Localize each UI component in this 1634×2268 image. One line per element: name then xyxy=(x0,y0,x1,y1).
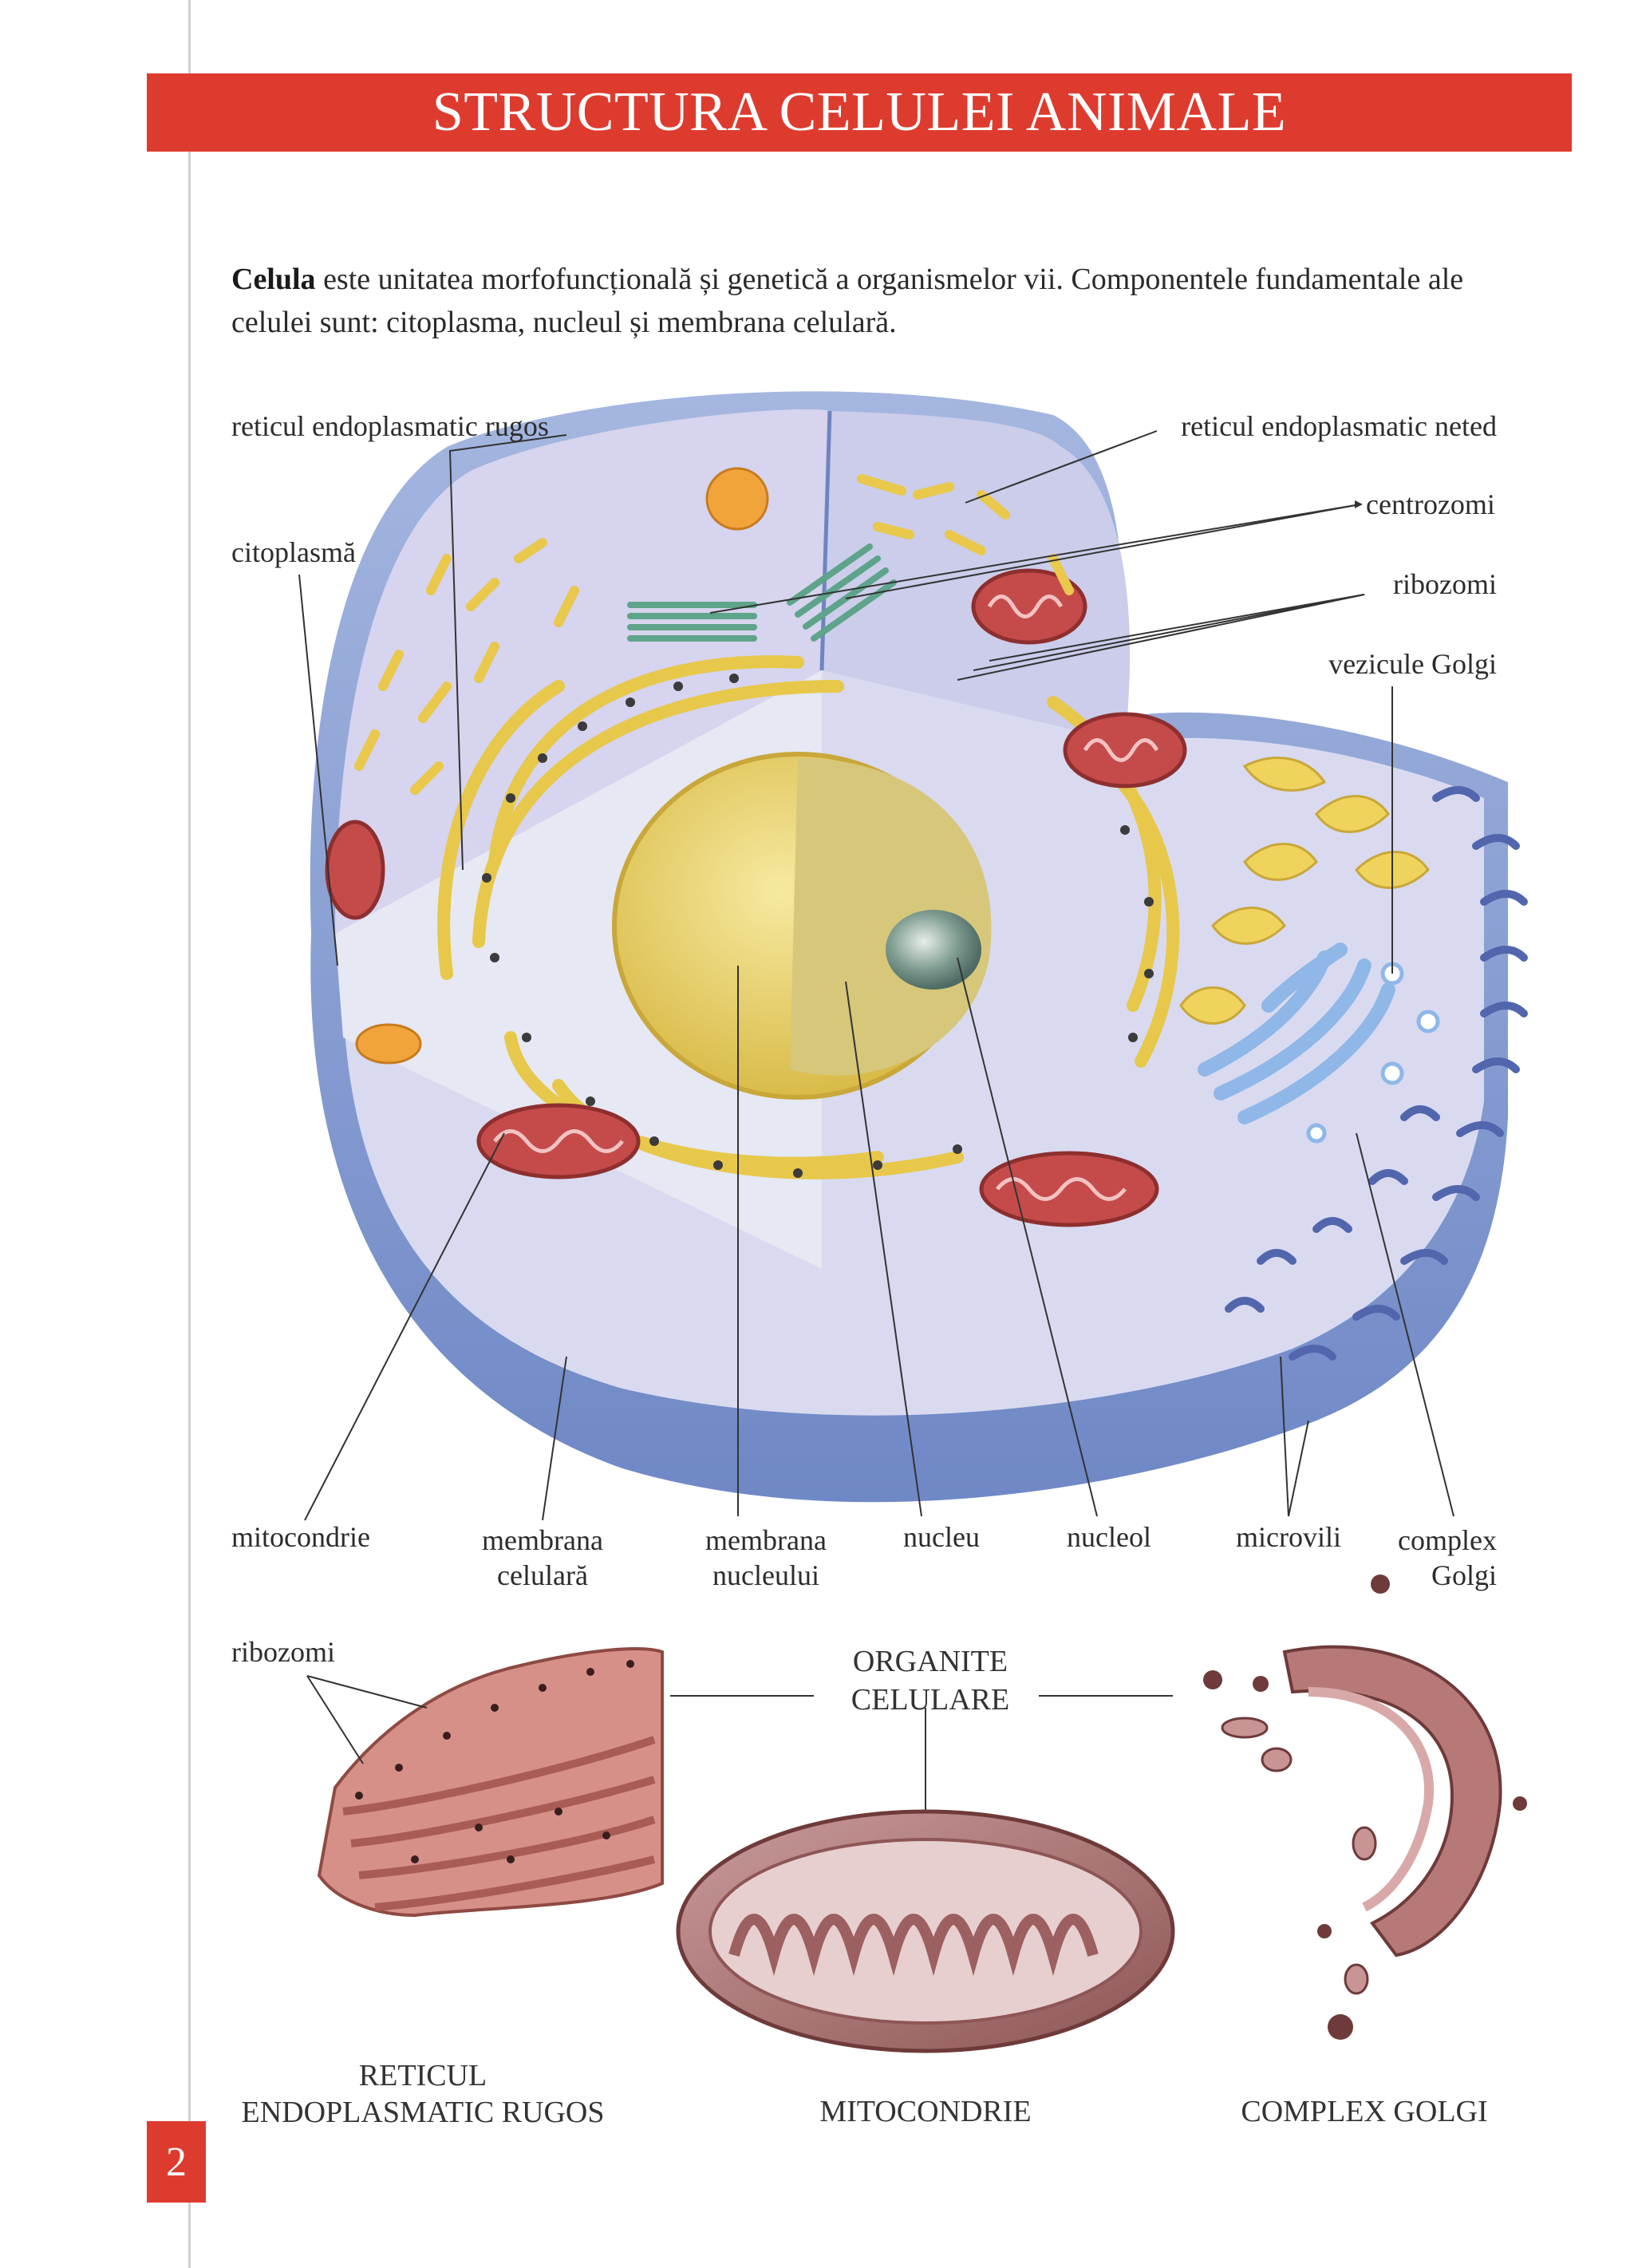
label-complex-golgi: complex Golgi xyxy=(1372,1523,1497,1593)
label-membrana-nucleului-line1: membrana xyxy=(705,1524,827,1556)
label-microvili: microvili xyxy=(1236,1521,1341,1553)
endoplasmic-reticulum xyxy=(437,655,1180,1179)
mitochondrion-illustration xyxy=(676,1809,1175,2053)
nucleus xyxy=(612,752,992,1100)
organite-line1: ORGANITE xyxy=(852,1645,1008,1678)
page-title: STRUCTURA CELULEI ANIMALE xyxy=(432,81,1287,143)
caption-reticul-line1: RETICUL xyxy=(358,2059,487,2092)
label-membrana-nucleului-line2: nucleului xyxy=(712,1559,819,1591)
leader-lines xyxy=(298,430,1454,1521)
label-reticul-rugos: reticul endoplasmatic rugos xyxy=(231,410,549,442)
page-margin-line xyxy=(188,0,191,2268)
title-banner: STRUCTURA CELULEI ANIMALE xyxy=(147,73,1572,152)
label-nucleu: nucleu xyxy=(903,1521,980,1553)
intro-paragraph: Celula este unitatea morfofuncțională și… xyxy=(231,258,1516,344)
lysosomes xyxy=(355,467,769,1065)
caption-mitocondrie: MITOCONDRIE xyxy=(819,2095,1032,2128)
page-number-badge: 2 xyxy=(147,2121,206,2203)
caption-reticul-rugos: RETICUL ENDOPLASMATIC RUGOS xyxy=(231,2057,614,2131)
organite-line2: CELULARE xyxy=(851,1683,1010,1717)
label-vezicule-golgi: vezicule Golgi xyxy=(1328,648,1497,680)
label-membrana-celulara: membrana celulară xyxy=(455,1523,630,1593)
rough-er-illustration xyxy=(317,1647,664,1918)
label-ribozomi-lower: ribozomi xyxy=(231,1636,335,1668)
label-membrana-celulara-line1: membrana xyxy=(482,1524,603,1556)
centrozomi-arrow xyxy=(1355,500,1363,508)
intro-text: este unitatea morfofuncțională și geneti… xyxy=(231,263,1464,339)
label-complex-golgi-line2: Golgi xyxy=(1431,1559,1497,1591)
organite-celulare-heading: ORGANITE CELULARE xyxy=(830,1642,1031,1719)
label-nucleol: nucleol xyxy=(1067,1521,1151,1553)
smooth-er xyxy=(354,474,1074,795)
label-complex-golgi-line1: complex xyxy=(1398,1524,1497,1556)
label-centrozomi: centrozomi xyxy=(1366,488,1495,520)
golgi-complex-illustration xyxy=(1203,1575,1527,2040)
label-reticul-neted: reticul endoplasmatic neted xyxy=(1181,410,1497,442)
page-number: 2 xyxy=(166,2139,187,2185)
caption-reticul-line2: ENDOPLASMATIC RUGOS xyxy=(241,2096,605,2129)
rough-er-ribosome-lines xyxy=(306,1675,1173,1899)
label-membrana-nucleului: membrana nucleului xyxy=(678,1523,854,1593)
centrosomes xyxy=(627,543,897,642)
label-citoplasma: citoplasmă xyxy=(231,536,356,568)
intro-bold-term: Celula xyxy=(231,263,316,296)
caption-complex-golgi: COMPLEX GOLGI xyxy=(1241,2095,1488,2128)
label-membrana-celulara-line2: celulară xyxy=(497,1559,588,1591)
label-mitocondrie: mitocondrie xyxy=(231,1521,370,1553)
golgi-apparatus xyxy=(1198,942,1395,1124)
label-ribozomi: ribozomi xyxy=(1393,568,1497,600)
yellow-vesicles xyxy=(1179,757,1430,1025)
